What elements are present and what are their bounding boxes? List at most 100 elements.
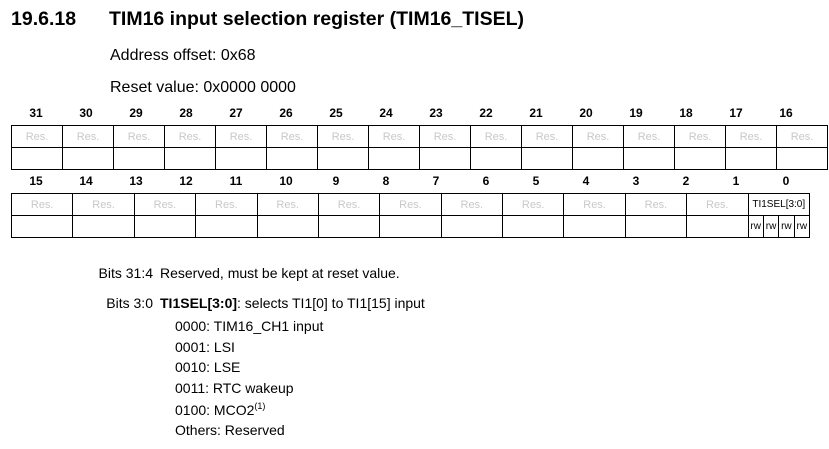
bit-number: 1: [732, 174, 740, 188]
upper-bit-numbers: 31 30 29 28 27 26 25 24 23 22 21 20 19 1…: [11, 106, 811, 122]
bit-number: 24: [379, 106, 393, 120]
bit-number: 7: [432, 174, 440, 188]
access-cell: [164, 147, 216, 170]
section-title: TIM16 input selection register (TIM16_TI…: [109, 8, 524, 30]
reserved-cell: Res.: [623, 125, 675, 148]
access-cell: [317, 147, 369, 170]
bit-number: 10: [279, 174, 293, 188]
bit-number: 22: [479, 106, 493, 120]
reserved-cell: Res.: [317, 193, 381, 216]
description-ti1sel: Bits 3:0 TI1SEL[3:0]: selects TI1[0] to T…: [80, 295, 425, 311]
bit-number: 23: [429, 106, 443, 120]
reserved-cell: Res.: [686, 193, 749, 216]
access-cell: [686, 215, 749, 238]
reserved-cell: Res.: [368, 125, 420, 148]
description-text: : selects TI1[0] to TI1[15] input: [237, 295, 425, 311]
access-cell: [215, 147, 267, 170]
bit-number: 15: [29, 174, 43, 188]
access-cell: [11, 147, 63, 170]
reserved-cell: Res.: [379, 193, 442, 216]
option-item: 0011: RTC wakeup: [175, 380, 294, 396]
option-item: 0010: LSE: [175, 359, 241, 375]
access-cell: [368, 147, 420, 170]
reserved-cell: Res.: [440, 193, 504, 216]
bit-number: 30: [79, 106, 93, 120]
bit-number: 12: [179, 174, 193, 188]
access-cell: [623, 147, 675, 170]
bit-number: 0: [782, 174, 790, 188]
access-cell: [256, 215, 319, 238]
bit-number: 25: [329, 106, 343, 120]
access-cell-rw: rw: [778, 215, 795, 238]
reserved-cell: Res.: [164, 125, 216, 148]
bit-number: 9: [332, 174, 340, 188]
access-cell: [195, 215, 258, 238]
section-heading: 19.6.18 TIM16 input selection register (T…: [11, 8, 524, 31]
bit-number: 18: [679, 106, 693, 120]
lower-bit-numbers: 15 14 13 12 11 10 9 8 7 6 5 4 3 2 1 0: [11, 174, 811, 190]
access-cell: [440, 215, 504, 238]
bit-number: 19: [629, 106, 643, 120]
register-lower-half: Res. Res. Res. Res. Res. Res. Res. Res. …: [10, 193, 811, 238]
access-cell: [470, 147, 522, 170]
access-cell: [133, 215, 197, 238]
address-offset: Address offset: 0x68: [110, 47, 256, 64]
access-cell: [501, 215, 565, 238]
reset-value: Reset value: 0x0000 0000: [110, 79, 296, 96]
reserved-cell: Res.: [419, 125, 471, 148]
reserved-cell: Res.: [521, 125, 573, 148]
access-cell: [379, 215, 442, 238]
bit-number: 16: [779, 106, 793, 120]
reserved-cell: Res.: [563, 193, 626, 216]
reserved-cell: Res.: [215, 125, 267, 148]
field-name: TI1SEL[3:0]: [160, 295, 238, 311]
access-cell-rw: rw: [762, 215, 780, 238]
section-number: 19.6.18: [11, 8, 77, 30]
bit-number: 27: [229, 106, 243, 120]
reserved-cell: Res.: [317, 125, 369, 148]
option-item: 0000: TIM16_CH1 input: [175, 318, 324, 334]
reserved-cell: Res.: [72, 193, 135, 216]
access-cell: [419, 147, 471, 170]
reserved-cell: Res.: [776, 125, 828, 148]
bit-number: 3: [632, 174, 640, 188]
reserved-cell: Res.: [195, 193, 258, 216]
reserved-cell: Res.: [62, 125, 114, 148]
bit-number: 26: [279, 106, 293, 120]
reserved-cell: Res.: [624, 193, 688, 216]
bit-number: 2: [682, 174, 690, 188]
reserved-cell: Res.: [11, 125, 63, 148]
footnote-ref[interactable]: (1): [254, 401, 266, 411]
access-cell: [317, 215, 381, 238]
access-cell: [521, 147, 573, 170]
bit-number: 11: [229, 174, 243, 188]
access-cell: [563, 215, 626, 238]
reserved-cell: Res.: [501, 193, 565, 216]
bit-number: 28: [179, 106, 193, 120]
reserved-cell: Res.: [572, 125, 624, 148]
access-cell: [72, 215, 135, 238]
option-text: 0100: MCO2: [175, 402, 255, 418]
access-cell: [62, 147, 114, 170]
access-cell: [776, 147, 828, 170]
bit-number: 14: [79, 174, 93, 188]
access-cell: [624, 215, 688, 238]
option-item: 0001: LSI: [175, 339, 235, 355]
access-cell-rw: rw: [747, 215, 764, 238]
reserved-cell: Res.: [113, 125, 165, 148]
bit-number: 8: [382, 174, 390, 188]
access-cell: [266, 147, 318, 170]
access-cell: [10, 215, 74, 238]
reserved-cell: Res.: [256, 193, 319, 216]
access-cell-rw: rw: [793, 215, 811, 238]
option-item-mco2: 0100: MCO2(1): [175, 401, 265, 418]
access-cell: [674, 147, 726, 170]
access-cell: [725, 147, 777, 170]
bit-number: 29: [129, 106, 143, 120]
access-cell: [113, 147, 165, 170]
bits-range: Bits 3:0: [106, 295, 153, 311]
reserved-cell: Res.: [725, 125, 777, 148]
reserved-cell: Res.: [133, 193, 197, 216]
access-cell: [572, 147, 624, 170]
